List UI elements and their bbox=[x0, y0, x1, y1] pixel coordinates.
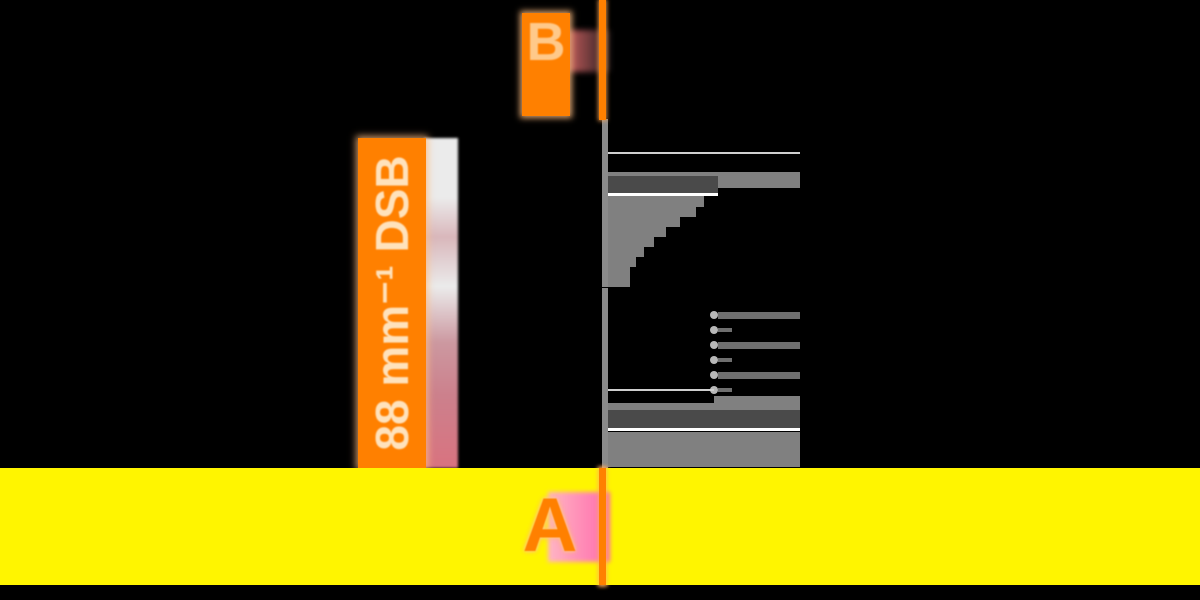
orange-rule-top bbox=[599, 0, 606, 120]
bar-thin-1 bbox=[718, 312, 800, 319]
axis-notch-lower bbox=[602, 410, 608, 430]
bar-row-15-light bbox=[608, 403, 800, 412]
bar-marker-2 bbox=[710, 326, 718, 334]
bar-marker-6 bbox=[710, 386, 718, 394]
bar-thin-2 bbox=[718, 328, 732, 332]
bar-row-15-gap bbox=[608, 428, 800, 431]
bar-row-8 bbox=[608, 247, 644, 257]
bar-row-1-dark bbox=[608, 176, 718, 194]
bar-row-6 bbox=[608, 227, 666, 237]
bar-marker-5 bbox=[710, 371, 718, 379]
bar-thin-5 bbox=[718, 372, 800, 379]
bar-row-3 bbox=[608, 196, 704, 207]
y-axis-label: 88 mm⁻¹ DSB bbox=[358, 138, 426, 468]
panel-label-b: B bbox=[522, 12, 570, 116]
bar-row-5 bbox=[608, 217, 680, 227]
bar-row-4 bbox=[608, 207, 696, 217]
orange-rule-bottom-overlay bbox=[599, 468, 606, 585]
axis-notch-upper bbox=[602, 176, 608, 196]
bar-row-7 bbox=[608, 237, 654, 247]
axis-spine-upper bbox=[602, 119, 608, 287]
bar-row-1-gap bbox=[608, 193, 718, 196]
bar-row-16 bbox=[608, 432, 800, 467]
bar-row-9 bbox=[608, 257, 636, 267]
axis-spine-lower bbox=[602, 288, 608, 468]
bar-row-10 bbox=[608, 267, 630, 287]
bar-thin-6 bbox=[718, 388, 732, 392]
bar-hairline-top bbox=[608, 152, 800, 154]
bar-hairline-connector bbox=[608, 389, 714, 391]
bar-row-1-tail bbox=[718, 172, 800, 188]
y-axis-label-text: 88 mm⁻¹ DSB bbox=[366, 155, 418, 451]
bar-thin-3 bbox=[718, 342, 800, 349]
bar-marker-4 bbox=[710, 356, 718, 364]
bar-marker-1 bbox=[710, 311, 718, 319]
band-label-a: A bbox=[522, 483, 578, 568]
panel-label-b-text: B bbox=[526, 12, 566, 72]
bar-thin-4 bbox=[718, 358, 732, 362]
axis-label-smear bbox=[424, 138, 458, 468]
bar-row-15-dark bbox=[608, 410, 800, 429]
bar-marker-3 bbox=[710, 341, 718, 349]
